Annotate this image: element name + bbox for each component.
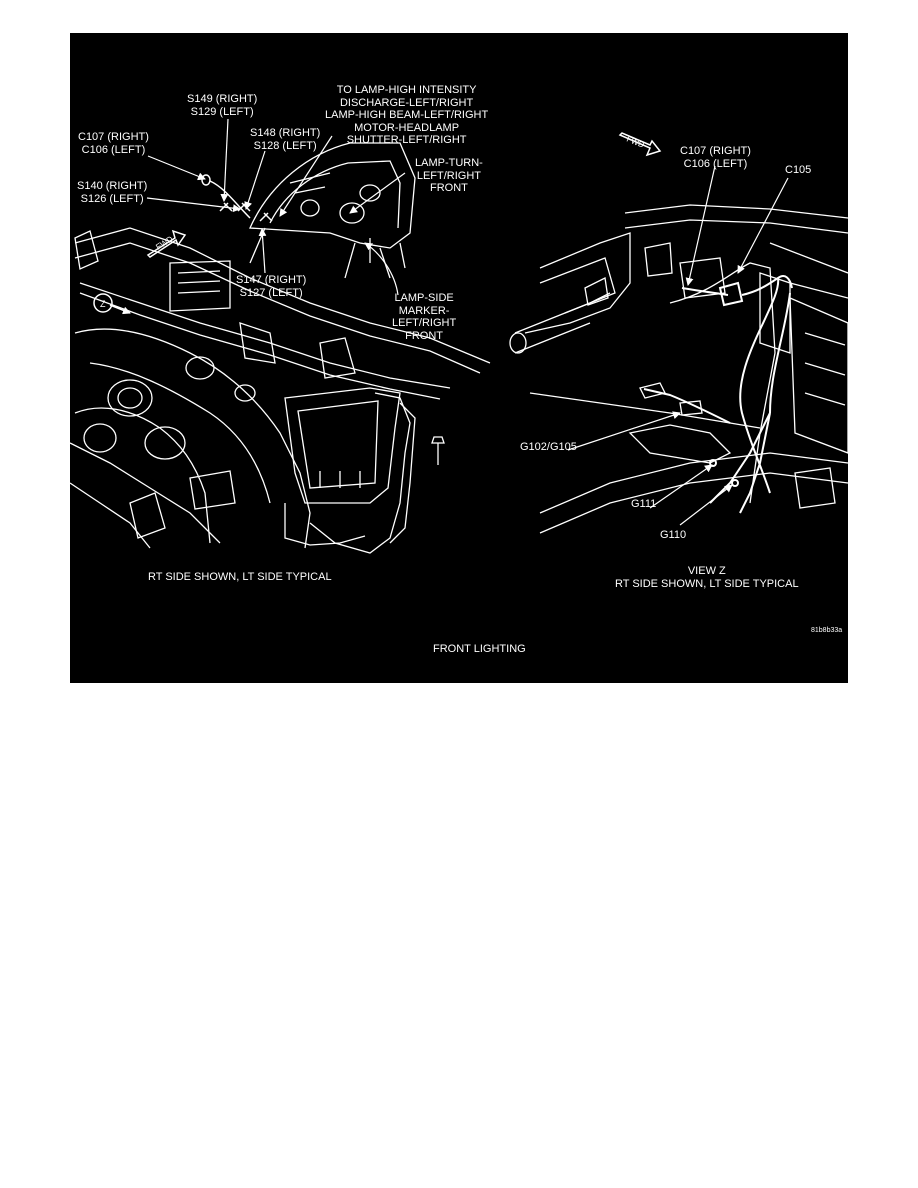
right-fwd-arrow	[618, 132, 662, 157]
callout-g110: G110	[660, 529, 687, 541]
z-view-marker	[93, 293, 131, 315]
callout-to-lamp: TO LAMP-HIGH INTENSITY DISCHARGE-LEFT/RI…	[325, 84, 489, 146]
callout-c107-left: C107 (RIGHT) C106 (LEFT)	[78, 131, 149, 156]
right-caption: VIEW Z RT SIDE SHOWN, LT SIDE TYPICAL	[615, 565, 799, 590]
callout-g111: G111	[631, 498, 657, 510]
figure-panel: FWD Z	[70, 33, 848, 683]
callout-c105: C105	[785, 164, 812, 176]
headlamp-assembly	[249, 142, 416, 279]
z-label: Z	[100, 299, 106, 309]
callout-c107-right: C107 (RIGHT) C106 (LEFT)	[680, 145, 751, 170]
callout-s140: S140 (RIGHT) S126 (LEFT)	[77, 180, 148, 205]
figure-code: 81b8b33a	[811, 627, 843, 634]
left-vehicle-structure	[70, 227, 491, 554]
callout-lamp-side: LAMP-SIDE MARKER- LEFT/RIGHT FRONT	[392, 292, 457, 342]
callout-lamp-turn: LAMP-TURN- LEFT/RIGHT FRONT	[415, 157, 483, 194]
callout-s149: S149 (RIGHT) S129 (LEFT)	[187, 93, 258, 118]
right-wire-harness	[643, 275, 793, 514]
callout-s147: S147 (RIGHT) S127 (LEFT)	[236, 274, 307, 299]
left-fwd-arrow	[146, 229, 187, 258]
left-wire-harness	[201, 174, 273, 222]
right-fwd-label: FWD	[625, 135, 645, 150]
callout-s148: S148 (RIGHT) S128 (LEFT)	[250, 127, 321, 152]
left-caption: RT SIDE SHOWN, LT SIDE TYPICAL	[148, 571, 332, 583]
right-vehicle-structure	[509, 204, 848, 534]
left-leader-lines	[146, 118, 406, 296]
line-art: FWD Z	[70, 118, 848, 554]
callout-g102-g105: G102/G105	[520, 441, 577, 453]
right-leader-lines	[567, 165, 789, 526]
figure-title: FRONT LIGHTING	[433, 643, 526, 655]
